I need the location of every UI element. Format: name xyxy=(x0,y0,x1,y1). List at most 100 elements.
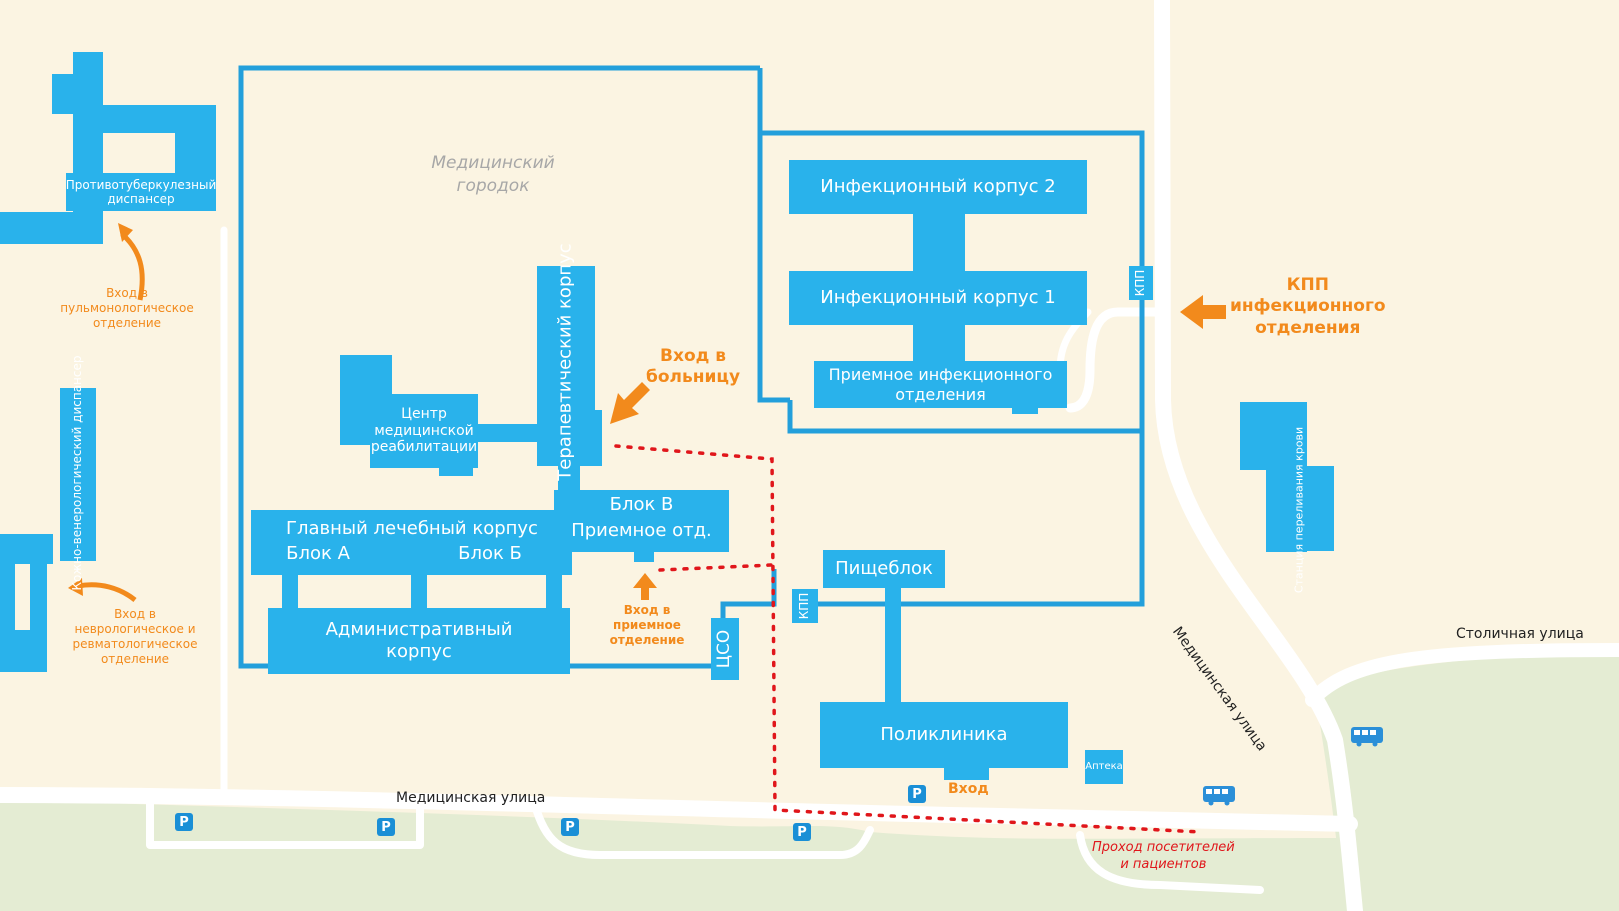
skin-dispensary-wing[interactable] xyxy=(0,534,53,564)
neuro-entrance-annotation: Вход в неврологическое и ревматологическ… xyxy=(66,607,204,667)
kpp-small-building[interactable] xyxy=(792,589,818,623)
block-v-label: Блок В xyxy=(609,494,674,515)
kpp-infect-ann-1: КПП xyxy=(1286,275,1329,295)
pharmacy-label: Аптека xyxy=(1085,761,1123,772)
infect-access-road xyxy=(1065,307,1168,413)
neuro-ann-4: отделение xyxy=(100,652,170,666)
neuro-ann-3: ревматологическое xyxy=(72,637,198,651)
polyclinic-entrance-label: Вход xyxy=(948,781,989,797)
skin-dispensary-wing[interactable] xyxy=(0,560,15,630)
food-building[interactable]: Пищеблок xyxy=(823,550,945,588)
visitor-path-main xyxy=(614,444,1202,834)
campus-title: Медицинский городок xyxy=(418,152,568,198)
parking-icon[interactable]: P xyxy=(561,818,579,836)
pulmo-entrance-annotation: Вход в пульмонологическое отделение xyxy=(56,286,198,331)
kpp-infect-label: КПП xyxy=(1133,269,1148,297)
parking-loop-east xyxy=(1076,831,1264,894)
hospital-entrance-line-2: больницу xyxy=(646,367,741,388)
visitor-path-reception xyxy=(658,563,774,572)
kpp-infect-ann-2: инфекционного xyxy=(1230,296,1386,317)
food-connector xyxy=(885,586,901,703)
blood-station-wing[interactable] xyxy=(1240,402,1307,470)
rehab-label-3: реабилитации xyxy=(370,439,478,456)
arrow-reception-entrance xyxy=(633,573,657,600)
visitor-path xyxy=(614,444,1202,834)
infect-connector-1 xyxy=(913,212,965,272)
parking-icon[interactable]: P xyxy=(908,785,926,803)
arrow-neuro-head xyxy=(68,578,83,596)
green-area-east xyxy=(1315,650,1619,911)
infect-2-label: Инфекционный корпус 2 xyxy=(820,176,1056,198)
arrow-hospital-entrance xyxy=(610,382,650,424)
infect-reception-label-1: Приемное инфекционного xyxy=(828,365,1053,385)
infect-inner-fence xyxy=(787,400,1142,434)
infect-building-1[interactable]: Инфекционный корпус 1 xyxy=(789,271,1087,325)
pharmacy-building[interactable]: Аптека xyxy=(1085,750,1123,784)
admin-building[interactable]: Административный корпус xyxy=(268,608,570,674)
neuro-ann-1: Вход в xyxy=(114,607,156,621)
food-label: Пищеблок xyxy=(835,558,933,580)
main-connector-3 xyxy=(546,570,562,610)
admin-label-1: Административный xyxy=(325,619,513,641)
polyclinic-label: Поликлиника xyxy=(880,724,1008,746)
block-b-label: Блок Б xyxy=(458,543,522,564)
kpp-infect-ann-3: отделения xyxy=(1255,317,1361,338)
skin-dispensary[interactable] xyxy=(60,388,96,561)
cso-label: ЦСО xyxy=(714,629,735,669)
arrow-pulmo-head xyxy=(118,223,133,242)
reception-dept-label: Приемное отд. xyxy=(571,520,712,541)
arrow-pulmo-curve xyxy=(120,232,145,301)
cso-building[interactable] xyxy=(711,618,739,680)
therapeutic-building-wing[interactable] xyxy=(537,410,602,466)
rehab-label-1: Центр xyxy=(401,405,447,422)
reception-entrance-door[interactable] xyxy=(634,550,654,562)
therapeutic-connector xyxy=(558,464,580,492)
infect-reception[interactable]: Приемное инфекционного отделения xyxy=(814,361,1067,408)
parking-icon[interactable]: P xyxy=(793,823,811,841)
tb-dispensary-wing[interactable] xyxy=(0,212,103,244)
medical-campus-fence-east xyxy=(757,68,790,403)
rehab-center[interactable]: Центр медицинской реабилитации xyxy=(370,394,478,468)
kpp-infect-building[interactable] xyxy=(1129,266,1153,300)
pulmo-ann-1: Вход в xyxy=(106,286,148,300)
blood-station-text: Станция переливания крови xyxy=(1292,426,1306,594)
main-building[interactable] xyxy=(251,510,572,575)
main-connector-2 xyxy=(411,570,427,610)
reception-ann-1: Вход в xyxy=(623,603,671,617)
hospital-entrance-annotation: Вход в больницу xyxy=(646,346,740,389)
pulmo-ann-3: отделение xyxy=(92,316,162,330)
arrow-kpp-infect xyxy=(1180,295,1226,329)
parking-loop-west xyxy=(146,791,424,849)
arrow-neuro-curve xyxy=(77,582,137,602)
bus-icon-2 xyxy=(1203,786,1235,806)
admin-label-2: корпус xyxy=(386,641,452,662)
polyclinic-building[interactable]: Поликлиника xyxy=(820,702,1068,768)
visitor-path-ann-2: и пациентов xyxy=(1120,856,1207,872)
skin-dispensary-label: Кожно-венерологический диспансер xyxy=(70,355,85,591)
therapeutic-label: Терапевтический корпус xyxy=(554,243,576,481)
stolichnaya-road xyxy=(1305,643,1619,707)
parking-icon[interactable]: P xyxy=(175,813,193,831)
tb-dispensary[interactable]: Противотуберкулезный диспансер xyxy=(66,173,216,211)
reception-entrance-annotation: Вход в приемное отделение xyxy=(604,603,690,648)
infect-1-label: Инфекционный корпус 1 xyxy=(820,287,1056,309)
skin-dispensary-wing[interactable] xyxy=(30,560,47,635)
blood-station-wing-2[interactable] xyxy=(1266,470,1307,552)
campus-title-line-1: Медицинский xyxy=(431,153,555,173)
infect-building-2[interactable]: Инфекционный корпус 2 xyxy=(789,160,1087,214)
tb-dispensary-label-2: диспансер xyxy=(107,192,175,206)
main-connector-1 xyxy=(282,570,298,610)
kpp-infect-annotation: КПП инфекционного отделения xyxy=(1230,275,1386,339)
hospital-entrance-line-1: Вход в xyxy=(660,346,727,366)
reception-ann-3: отделение xyxy=(609,633,685,647)
orange-arrows xyxy=(68,223,1226,602)
neuro-ann-2: неврологическое и xyxy=(74,622,196,636)
skin-dispensary-wing[interactable] xyxy=(0,630,47,672)
campus-title-line-2: городок xyxy=(456,175,530,196)
visitor-path-annotation: Проход посетителей и пациентов xyxy=(1092,840,1235,874)
blood-station-label: Станция переливания крови xyxy=(1292,426,1307,594)
parking-icon[interactable]: P xyxy=(377,818,395,836)
infect-fence xyxy=(760,130,1145,607)
block-v[interactable] xyxy=(554,490,729,552)
polyclinic-entrance-porch[interactable] xyxy=(944,766,989,780)
